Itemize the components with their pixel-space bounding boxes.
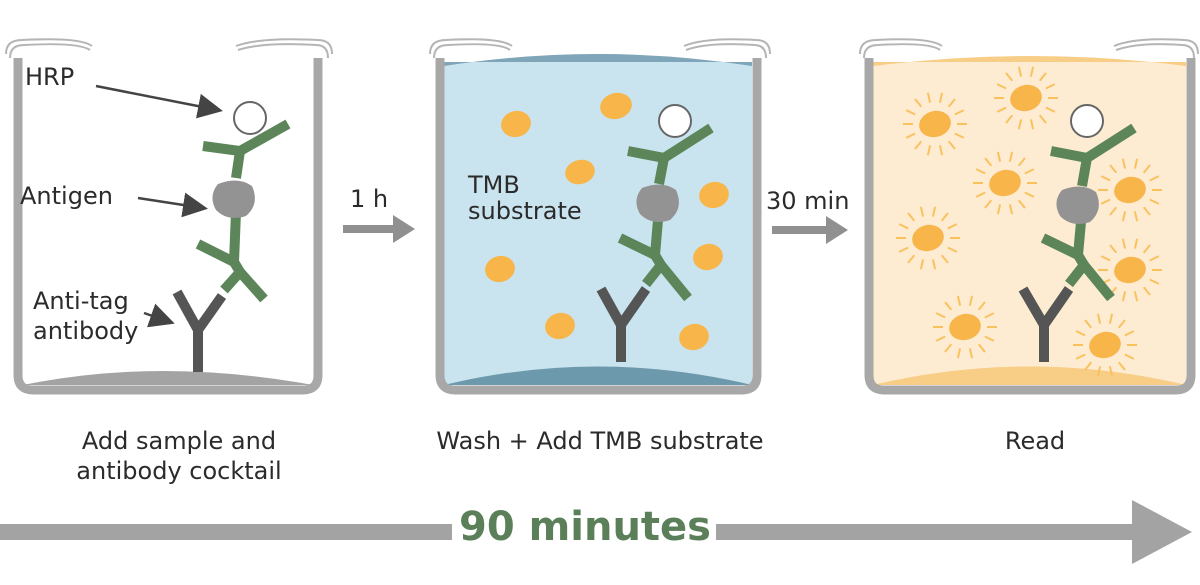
read-liquid-surface — [873, 56, 1186, 66]
step-duration-1: 1 h — [350, 185, 389, 213]
tmb-molecules — [485, 92, 729, 351]
well-2-lid-inner — [433, 43, 767, 59]
anti-tag-antibody-2 — [596, 286, 651, 362]
well-3-lid-inner — [863, 43, 1195, 59]
step-arrow-2 — [772, 216, 848, 244]
antigen-label: Antigen — [20, 182, 113, 210]
well-3-lid — [859, 38, 1199, 55]
wash-liquid-surface — [444, 54, 752, 66]
glowing-tmb-molecule — [1098, 238, 1162, 302]
anti-tag-antibody-3 — [1018, 286, 1074, 362]
glowing-tmb-molecule — [1073, 313, 1137, 377]
well-2-lid — [429, 38, 771, 55]
glowing-tmb-molecule — [903, 92, 967, 156]
hrp-3 — [1070, 104, 1104, 138]
antibody-pointer — [143, 303, 175, 328]
detection-antibody-3 — [1040, 123, 1137, 302]
well-2 — [429, 38, 771, 395]
tmb-molecule — [679, 323, 709, 351]
step-duration-2: 30 min — [766, 187, 850, 215]
antigen-1 — [212, 180, 255, 218]
well-1-lid — [5, 38, 333, 55]
well-3-wall — [864, 58, 1196, 395]
tmb-molecule — [565, 159, 595, 185]
step-arrow-1 — [343, 215, 415, 243]
step-1-caption-line1: Add sample and — [81, 427, 277, 455]
anti-tag-antibody-label-line1: Anti-tag — [33, 287, 129, 315]
glowing-tmb-molecule — [973, 151, 1037, 215]
well-1-bottom-coating — [23, 371, 313, 385]
step-3-caption: Read — [1004, 427, 1066, 455]
anti-tag-antibody-1 — [172, 289, 227, 372]
glowing-tmb-molecule — [994, 66, 1058, 130]
detection-antibody-1 — [195, 119, 291, 303]
well-1 — [5, 38, 333, 395]
tmb-label-line1: TMB — [468, 171, 520, 199]
tmb-label-line2: substrate — [468, 197, 582, 225]
antigen-pointer — [137, 192, 208, 218]
timeline-arrow — [0, 500, 1192, 564]
glowing-tmb-molecule — [933, 295, 997, 359]
well-3-bottom-coating — [873, 366, 1186, 385]
tmb-molecule — [545, 312, 575, 340]
hrp-1 — [233, 101, 267, 135]
antigen-2 — [636, 184, 679, 222]
hrp-label: HRP — [25, 63, 75, 91]
step-1-caption-line2: antibody cocktail — [76, 457, 282, 485]
well-2-bottom-coating — [444, 366, 752, 385]
tmb-molecule — [693, 243, 723, 271]
anti-tag-antibody-label-line2: antibody — [33, 317, 139, 345]
tmb-molecule — [501, 110, 531, 138]
tmb-molecule — [600, 92, 632, 120]
step-2-caption: Wash + Add TMB substrate — [436, 427, 764, 455]
well-1-wall — [13, 58, 323, 395]
oxidized-tmb-glow — [896, 66, 1162, 377]
hrp-pointer — [95, 84, 223, 119]
antigen-3 — [1056, 186, 1099, 224]
well-2-wall — [435, 58, 762, 395]
tmb-molecule — [485, 255, 515, 283]
total-time-label: 90 minutes — [459, 504, 711, 550]
glowing-tmb-molecule — [1098, 158, 1162, 222]
tmb-molecule — [699, 181, 729, 209]
detection-antibody-2 — [617, 123, 714, 302]
glowing-tmb-molecule — [896, 206, 960, 270]
well-3 — [859, 38, 1199, 395]
well-1-lid-inner — [9, 43, 329, 59]
hrp-2 — [658, 104, 692, 138]
